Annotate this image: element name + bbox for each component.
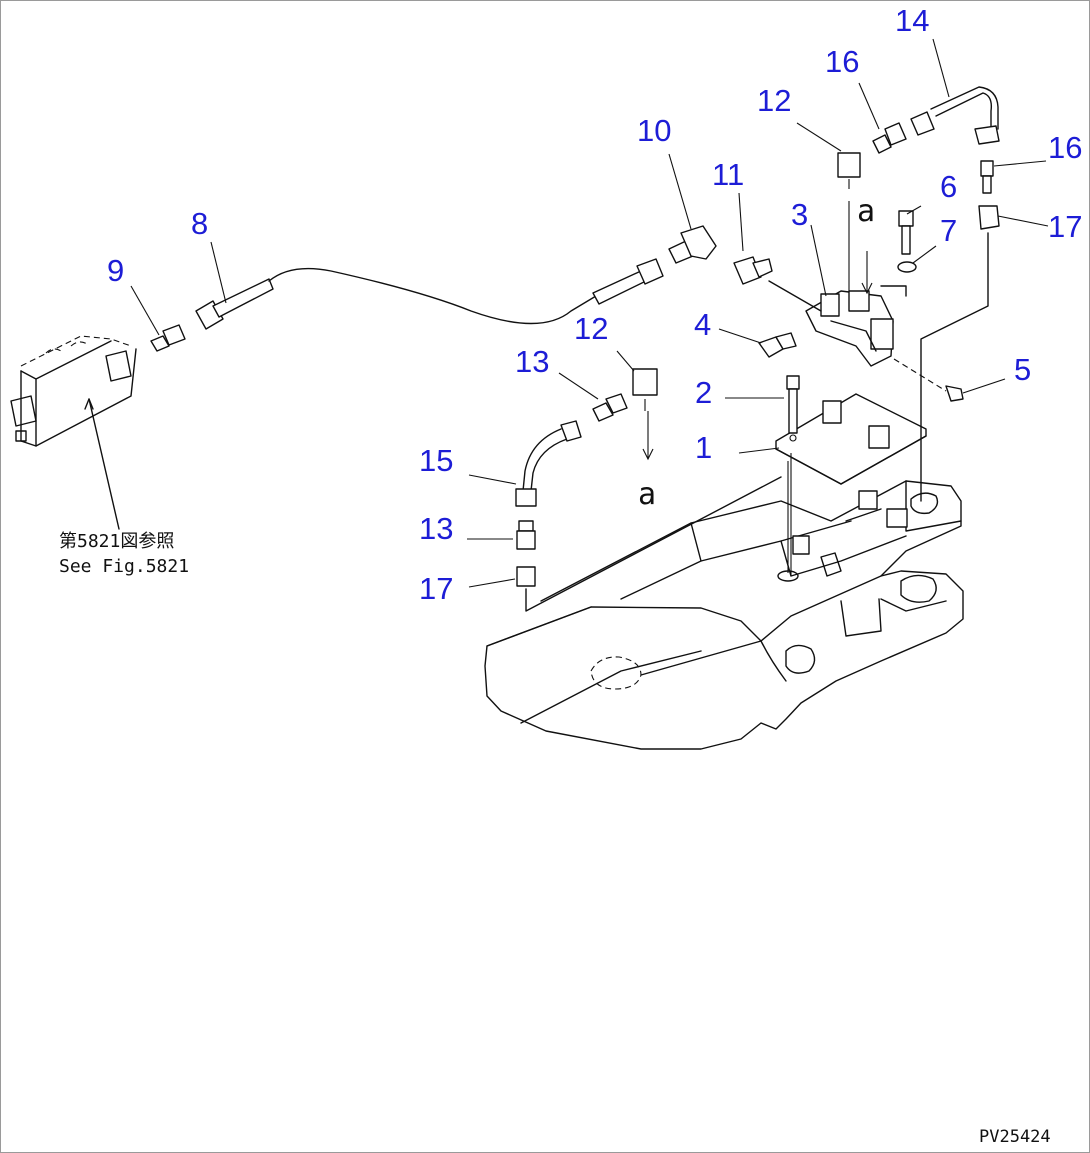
callout-12-upper: 12: [757, 83, 791, 118]
view-marker-upper: a: [857, 194, 875, 229]
elbow-10: [668, 225, 717, 264]
callout-15: 15: [419, 443, 453, 478]
reference-note-japanese: 第5821図参照: [59, 531, 174, 552]
mounting-plate: [775, 393, 927, 576]
washer-7: [897, 261, 917, 273]
leader-lines: [130, 38, 1049, 588]
callout-13-lower: 13: [419, 511, 453, 546]
drawing-code: PV25424: [979, 1127, 1051, 1147]
callout-14: 14: [895, 3, 929, 38]
callout-8: 8: [191, 206, 208, 241]
adapter-9: [150, 324, 186, 352]
adapter-13-upper: [592, 393, 628, 422]
bolt-2: [786, 375, 800, 434]
callout-16-upper: 16: [825, 44, 859, 79]
callout-12-lower: 12: [574, 311, 608, 346]
callout-9: 9: [107, 253, 124, 288]
callout-16-right: 16: [1048, 130, 1082, 165]
valve-block: [805, 285, 907, 367]
callout-2: 2: [695, 375, 712, 410]
callout-3: 3: [791, 197, 808, 232]
connector-17-lower: [516, 476, 782, 612]
block-12-upper: [837, 152, 861, 291]
callouts: 1 2 3 4 5 6 7 8 9 10 11 12 12 13 13 14 1…: [107, 3, 1082, 606]
block-12-lower: [632, 368, 658, 411]
callout-17-lower: 17: [419, 571, 453, 606]
callout-11: 11: [712, 157, 744, 192]
connector-11: [733, 256, 822, 312]
callout-7: 7: [940, 213, 957, 248]
tube-15: [515, 420, 582, 507]
adapter-16-right: [980, 160, 994, 194]
frame-body: [484, 480, 964, 750]
elbow-fitting-4: [758, 332, 797, 358]
reference-note-english: See Fig.5821: [59, 556, 189, 577]
callout-4: 4: [694, 307, 711, 342]
callout-5: 5: [1014, 352, 1031, 387]
tube-14: [910, 86, 1000, 145]
bolt-6: [898, 210, 914, 255]
adapter-16-upper: [872, 122, 907, 154]
callout-1: 1: [695, 430, 712, 465]
view-marker-lower: a: [638, 477, 656, 512]
callout-6: 6: [940, 169, 957, 204]
callout-17-right: 17: [1048, 209, 1082, 244]
hose-8: [195, 258, 664, 330]
plug-5: [893, 358, 964, 402]
reference-assembly: [10, 335, 137, 530]
connector-17-right: [920, 205, 1000, 502]
adapter-13-lower: [516, 520, 536, 550]
callout-10: 10: [637, 113, 671, 148]
callout-13-upper: 13: [515, 344, 549, 379]
